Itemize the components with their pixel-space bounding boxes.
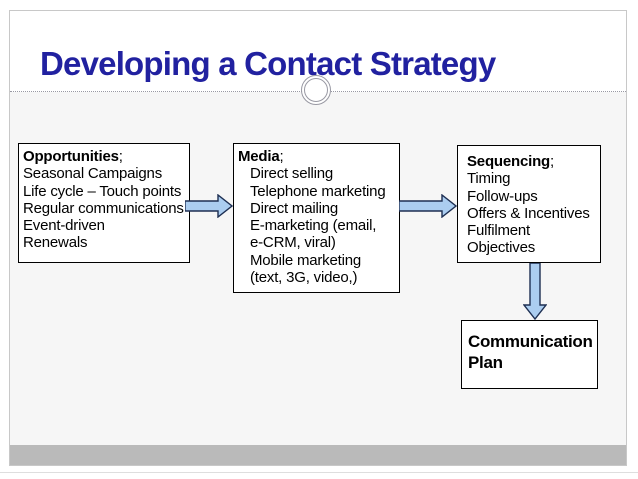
divider-circle-inner-ring bbox=[304, 78, 328, 102]
box-line: (text, 3G, video,) bbox=[250, 269, 358, 287]
box-header-separator: ; bbox=[550, 153, 554, 170]
box-line: Communication bbox=[468, 332, 593, 351]
box-line: Timing bbox=[467, 170, 511, 188]
box-line: Offers & Incentives bbox=[467, 204, 590, 222]
box-line: Regular communications bbox=[23, 199, 184, 217]
box-line: Direct selling bbox=[250, 165, 334, 183]
box-line: Follow-ups bbox=[467, 187, 538, 205]
box-header-separator: ; bbox=[279, 148, 284, 165]
footer-band bbox=[10, 445, 626, 465]
box-header: Opportunities bbox=[23, 148, 119, 165]
box-header: Sequencing bbox=[467, 153, 551, 170]
box-header-separator: ; bbox=[118, 148, 123, 165]
box-line: Direct mailing bbox=[250, 199, 339, 217]
box-line: Mobile marketing bbox=[250, 251, 362, 269]
flow-arrow-right-2-icon bbox=[399, 194, 457, 218]
box-line: Life cycle – Touch points bbox=[23, 182, 182, 200]
box-header: Media bbox=[238, 148, 280, 165]
box-line: Fulfilment bbox=[467, 222, 531, 240]
box-header-line: Opportunities; bbox=[23, 148, 185, 165]
box-line: E-marketing (email, bbox=[250, 217, 377, 235]
divider-circle-ornament-icon bbox=[301, 75, 331, 105]
box-line: e-CRM, viral) bbox=[250, 234, 336, 252]
box-line: Renewals bbox=[23, 234, 88, 252]
flow-arrow-down-icon bbox=[523, 263, 547, 320]
box-line: Plan bbox=[468, 353, 503, 372]
box-line: Seasonal Campaigns bbox=[23, 165, 162, 183]
slide: Developing a Contact Strategy Opportunit… bbox=[9, 10, 627, 466]
slide-shadow-line bbox=[0, 472, 638, 473]
box-line: Event-driven bbox=[23, 217, 105, 235]
box-header-line: Media; bbox=[238, 148, 395, 165]
box-header-line: Sequencing; bbox=[467, 153, 596, 170]
box-line: Objectives bbox=[467, 239, 536, 257]
flow-arrow-right-1-icon bbox=[185, 194, 233, 218]
page-title: Developing a Contact Strategy bbox=[40, 45, 496, 82]
box-line: Telephone marketing bbox=[250, 182, 386, 200]
